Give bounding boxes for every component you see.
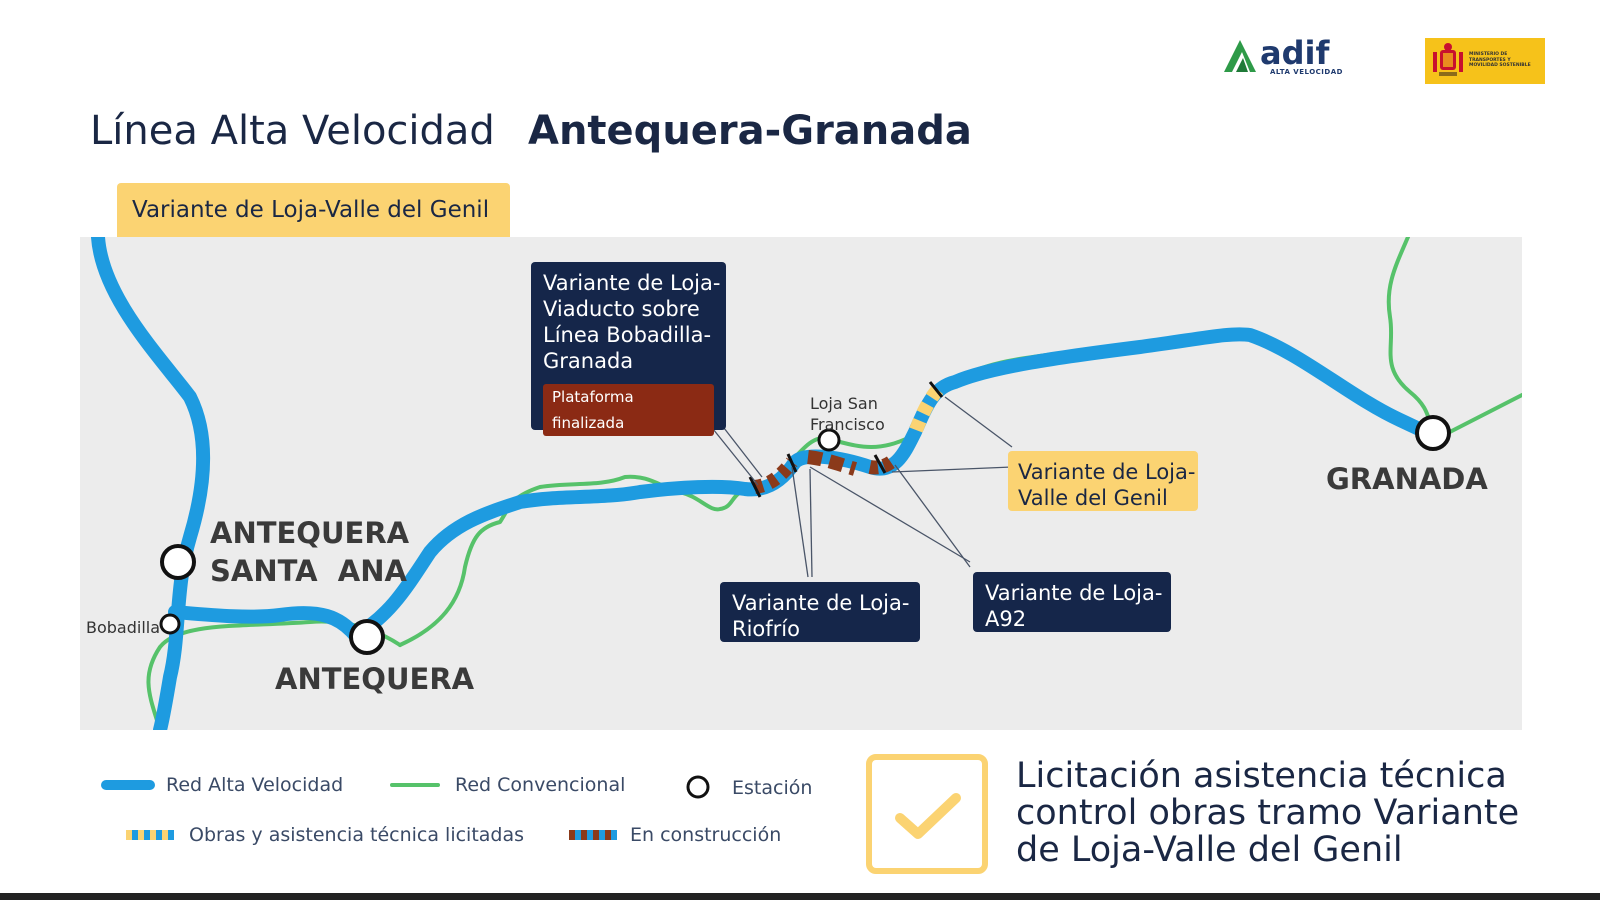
notice-check-box xyxy=(866,754,988,874)
high-speed-link-bobadilla xyxy=(168,605,362,642)
label-antequera: ANTEQUERA xyxy=(275,662,475,696)
callout-valle-genil: Variante de Loja- Valle del Genil xyxy=(1008,451,1198,511)
station-granada xyxy=(1415,415,1451,451)
label-bobadilla: Bobadilla xyxy=(86,618,161,637)
route-map: ANTEQUERA SANTA ANA ANTEQUERA GRANADA Bo… xyxy=(80,237,1522,730)
station-antequera-santa-ana xyxy=(160,544,196,580)
legend-swatch-construction xyxy=(569,830,617,840)
tendered-segment-valle-genil xyxy=(909,380,948,433)
construction-segment-riofrio xyxy=(807,450,858,476)
legend-swatch-conventional xyxy=(390,783,440,787)
callout-viaducto: Variante de Loja- Viaducto sobre Línea B… xyxy=(531,262,726,436)
label-granada: GRANADA xyxy=(1326,462,1488,496)
legend-station: Estación xyxy=(732,777,813,799)
construction-segment-a92 xyxy=(868,453,900,475)
legend-swatch-tendered xyxy=(126,830,174,840)
legend-swatch-station xyxy=(686,775,710,799)
ministry-logo-text: MINISTERIO DE TRANSPORTES Y MOVILIDAD SO… xyxy=(1469,52,1531,68)
page-title-prefix: Línea Alta Velocidad xyxy=(90,108,495,154)
section-tag: Variante de Loja-Valle del Genil xyxy=(117,183,510,238)
legend-construction: En construcción xyxy=(630,824,782,846)
checkmark-icon xyxy=(895,793,961,839)
stations xyxy=(159,415,1451,655)
legend-conventional: Red Convencional xyxy=(455,774,626,796)
callout-viaducto-text: Variante de Loja- Viaducto sobre Línea B… xyxy=(543,271,721,373)
adif-logo-icon xyxy=(1224,40,1256,72)
label-loja-san-francisco: Loja San Francisco xyxy=(810,394,885,434)
high-speed-line-north-south xyxy=(91,237,211,730)
adif-logo-subtitle: ALTA VELOCIDAD xyxy=(1270,68,1343,76)
legend-swatch-high-speed xyxy=(101,780,155,790)
page-title: Antequera-Granada xyxy=(528,108,972,154)
notice-text: Licitación asistencia técnica control ob… xyxy=(1016,756,1520,870)
legend-tendered: Obras y asistencia técnica licitadas xyxy=(189,824,525,846)
high-speed-network xyxy=(91,237,1435,730)
callout-riofrio: Variante de Loja- Riofrío xyxy=(720,582,920,642)
conventional-line-granada-north xyxy=(1386,237,1522,439)
adif-logo-word: adif xyxy=(1260,34,1330,72)
conventional-network xyxy=(146,237,1522,730)
construction-segment-viaducto xyxy=(753,457,798,494)
ministry-logo: MINISTERIO DE TRANSPORTES Y MOVILIDAD SO… xyxy=(1425,38,1545,84)
spain-coat-of-arms-icon xyxy=(1433,43,1463,76)
adif-logo: adif ALTA VELOCIDAD xyxy=(1222,34,1352,86)
station-loja-san-francisco xyxy=(817,428,841,452)
bottom-rule xyxy=(0,893,1600,900)
route-map-graphic xyxy=(91,237,1522,730)
segment-separators xyxy=(748,381,944,498)
callout-a92: Variante de Loja- A92 xyxy=(973,572,1171,632)
label-antequera-santa-ana: ANTEQUERA SANTA ANA xyxy=(210,516,410,588)
legend-high-speed: Red Alta Velocidad xyxy=(166,774,344,796)
status-badge-finished: Plataforma finalizada xyxy=(543,384,714,436)
station-bobadilla xyxy=(159,613,181,635)
station-antequera xyxy=(349,619,385,655)
